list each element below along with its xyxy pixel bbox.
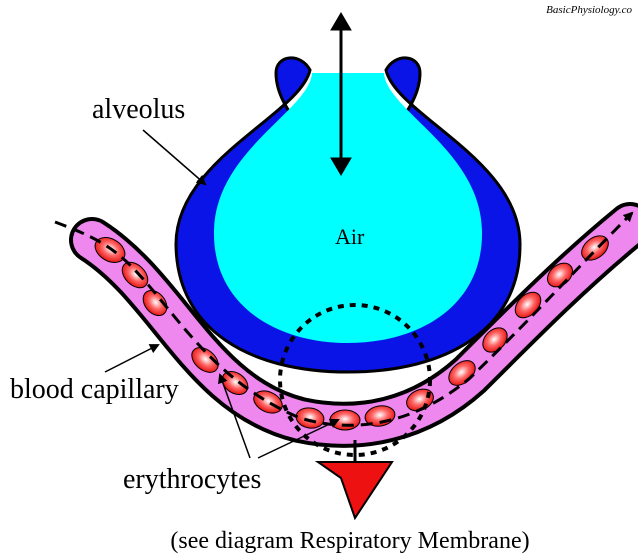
erythrocytes-label: erythrocytes [123,464,261,495]
alveolus-leader-line [143,130,205,184]
watermark-text: BasicPhysiology.co [546,4,632,16]
erythrocyte [330,410,360,430]
air-label: Air [335,224,365,249]
blood-capillary-label: blood capillary [10,374,179,405]
pointer-arrow [318,462,392,518]
alveolus-air-space [214,73,482,343]
alveolus-label: alveolus [92,94,185,125]
blood-capillary-leader-line [105,345,158,372]
caption-text: (see diagram Respiratory Membrane) [170,528,529,554]
